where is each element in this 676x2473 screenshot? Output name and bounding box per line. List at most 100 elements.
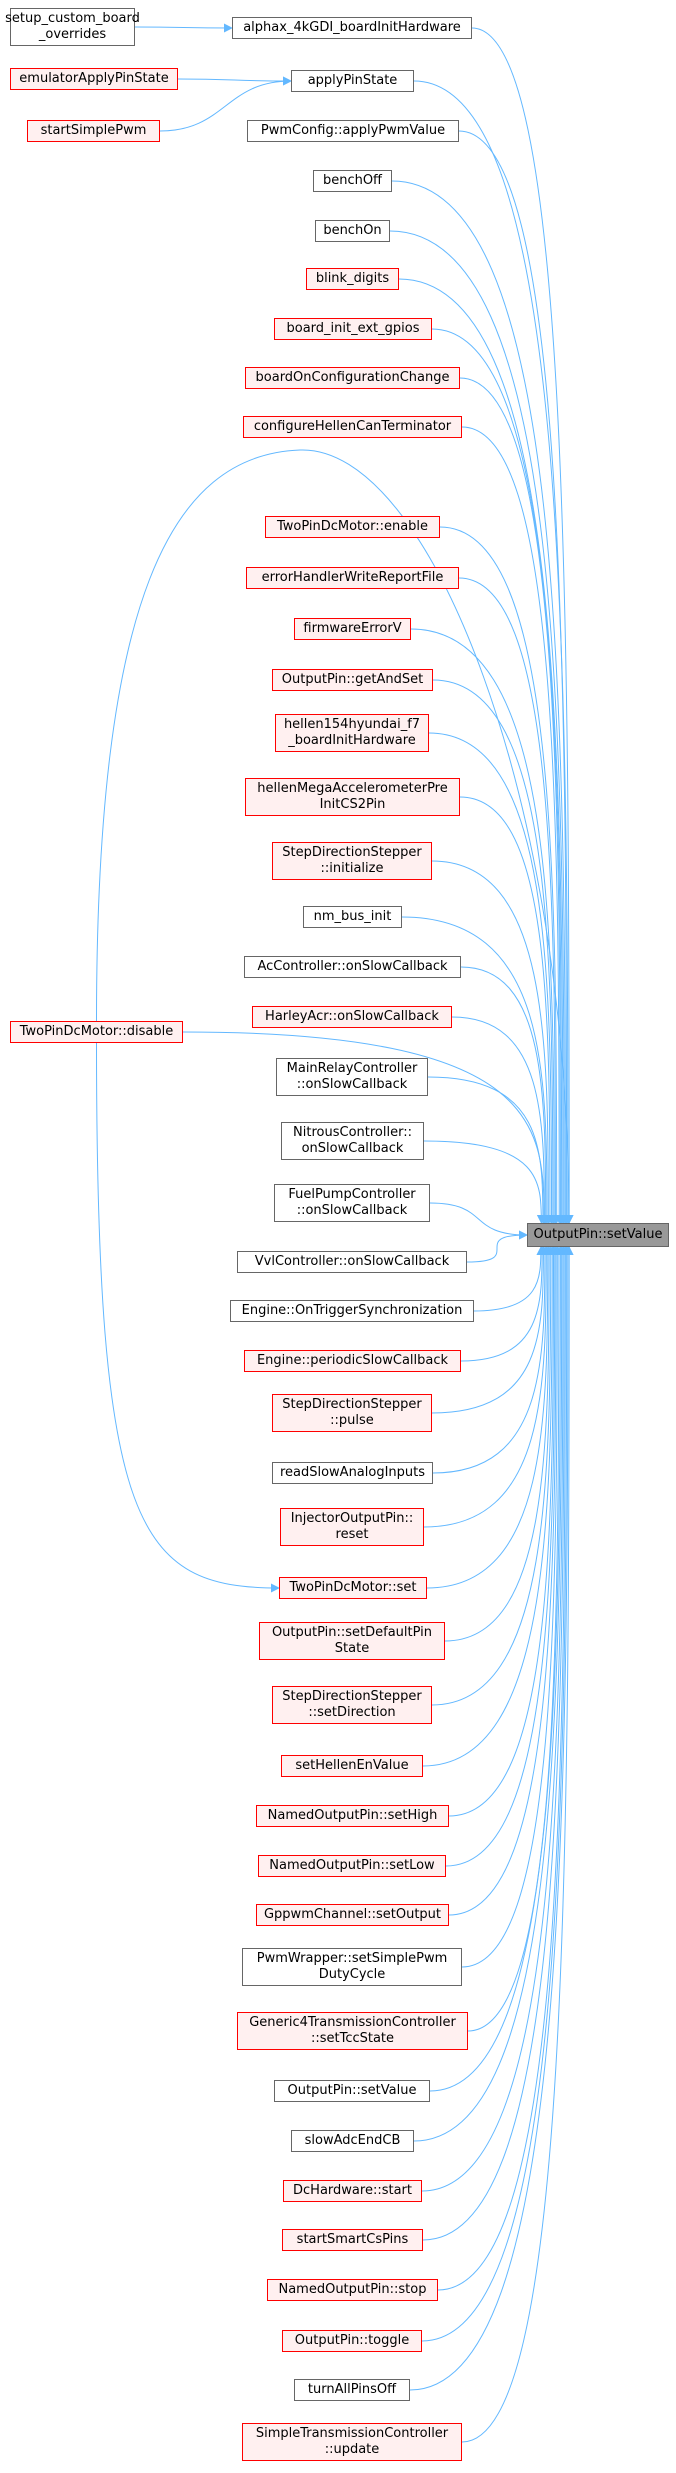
edge-nm-bus-init-to-target: [401, 916, 552, 1224]
edge-two-pin-dc-motor-set-to-target: [426, 1246, 553, 1589]
edge-named-output-pin-stop-to-target: [437, 1246, 570, 2291]
edge-slow-adc-end-cb-to-target: [413, 1246, 567, 2142]
edge-two-pin-dc-motor-enable-to-target: [439, 526, 562, 1224]
node-read-slow-analog-inputs[interactable]: readSlowAnalogInputs: [272, 1462, 433, 1484]
edge-ac-controller-on-slow-callback-to-target: [460, 966, 551, 1224]
node-injector-output-pin-reset[interactable]: InjectorOutputPin:: reset: [280, 1508, 424, 1546]
edge-apply-pin-state-to-target: [413, 80, 573, 1224]
node-named-output-pin-set-high[interactable]: NamedOutputPin::setHigh: [256, 1805, 449, 1827]
edge-hellen-mega-accelerometer-pre-init-cs2-pin-to-target: [459, 796, 555, 1224]
node-output-pin-get-and-set[interactable]: OutputPin::getAndSet: [272, 669, 433, 691]
node-pwm-config-apply-pwm-value[interactable]: PwmConfig::applyPwmValue: [247, 120, 459, 142]
edge-pwm-config-apply-pwm-value-to-target: [458, 130, 572, 1224]
edge-alphax-4kgdi-board-init-hardware-to-target: [471, 27, 574, 1224]
edge-output-pin-set-value-to-target: [429, 1246, 565, 2092]
node-engine-on-trigger-synchronization[interactable]: Engine::OnTriggerSynchronization: [230, 1300, 474, 1322]
node-output-pin-set-value-caller[interactable]: OutputPin::setValue: [274, 2080, 430, 2102]
node-setup-custom-board-overrides[interactable]: setup_custom_board _overrides: [5, 8, 140, 46]
edge-step-direction-stepper-initialize-to-target: [431, 860, 553, 1224]
node-start-simple-pwm[interactable]: startSimplePwm: [27, 120, 160, 142]
node-target-output-pin-set-value: OutputPin::setValue: [527, 1223, 669, 1247]
edge-blink-digits-to-target: [398, 278, 568, 1224]
edge-nitrous-controller-on-slow-callback-to-target: [423, 1140, 546, 1224]
node-named-output-pin-stop[interactable]: NamedOutputPin::stop: [267, 2279, 438, 2301]
node-dc-hardware-start[interactable]: DcHardware::start: [283, 2180, 422, 2202]
edge-fuel-pump-controller-on-slow-callback-to-target: [429, 1202, 528, 1240]
edge-step-direction-stepper-pulse-to-target: [431, 1246, 548, 1414]
edge-hellen154hyundai-f7-board-init-hardware-to-target: [428, 732, 557, 1224]
edge-engine-periodic-slow-callback-to-target: [460, 1246, 547, 1362]
node-nitrous-controller-on-slow-callback[interactable]: NitrousController:: onSlowCallback: [281, 1122, 424, 1160]
edge-error-handler-write-report-file-to-target: [458, 577, 560, 1224]
edge-named-output-pin-set-high-to-target: [448, 1246, 559, 1817]
node-main-relay-controller-on-slow-callback[interactable]: MainRelayController ::onSlowCallback: [276, 1058, 428, 1096]
edge-named-output-pin-set-low-to-target: [445, 1246, 560, 1867]
edge-gppwm-channel-set-output-to-target: [448, 1246, 561, 1916]
edge-start-simple-pwm-to-apply-pin-state: [159, 76, 292, 132]
node-bench-off[interactable]: benchOff: [313, 170, 392, 192]
node-turn-all-pins-off[interactable]: turnAllPinsOff: [294, 2379, 410, 2401]
node-engine-periodic-slow-callback[interactable]: Engine::periodicSlowCallback: [244, 1350, 461, 1372]
edge-bench-on-to-target: [389, 230, 569, 1224]
node-board-on-configuration-change[interactable]: boardOnConfigurationChange: [245, 367, 460, 389]
node-output-pin-set-default-pin-state[interactable]: OutputPin::setDefaultPin State: [259, 1622, 445, 1660]
edge-firmware-error-v-to-target: [410, 628, 559, 1224]
node-error-handler-write-report-file[interactable]: errorHandlerWriteReportFile: [246, 567, 459, 589]
node-firmware-error-v[interactable]: firmwareErrorV: [294, 618, 411, 640]
edge-output-pin-set-default-pin-state-to-target: [444, 1246, 554, 1642]
edge-configure-hellen-can-terminator-to-target: [461, 426, 564, 1224]
edge-vvl-controller-on-slow-callback-to-target: [466, 1230, 528, 1263]
edge-board-init-ext-gpios-to-target: [431, 328, 567, 1224]
node-hellen154hyundai-f7-board-init-hardware[interactable]: hellen154hyundai_f7 _boardInitHardware: [275, 714, 429, 752]
node-start-smart-cs-pins[interactable]: startSmartCsPins: [282, 2229, 423, 2251]
node-step-direction-stepper-set-direction[interactable]: StepDirectionStepper ::setDirection: [272, 1686, 432, 1724]
node-step-direction-stepper-initialize[interactable]: StepDirectionStepper ::initialize: [272, 842, 432, 880]
node-configure-hellen-can-terminator[interactable]: configureHellenCanTerminator: [243, 416, 462, 438]
node-step-direction-stepper-pulse[interactable]: StepDirectionStepper ::pulse: [272, 1394, 432, 1432]
node-harley-acr-on-slow-callback[interactable]: HarleyAcr::onSlowCallback: [252, 1006, 452, 1028]
edge-injector-output-pin-reset-to-target: [423, 1246, 551, 1528]
edge-main-relay-controller-on-slow-callback-to-target: [427, 1076, 548, 1224]
node-two-pin-dc-motor-enable[interactable]: TwoPinDcMotor::enable: [265, 516, 440, 538]
node-named-output-pin-set-low[interactable]: NamedOutputPin::setLow: [258, 1855, 446, 1877]
node-blink-digits[interactable]: blink_digits: [306, 268, 399, 290]
edge-output-pin-toggle-to-target: [421, 1246, 572, 2342]
node-gppwm-channel-set-output[interactable]: GppwmChannel::setOutput: [256, 1904, 449, 1926]
node-alphax-4kgdi-board-init-hardware[interactable]: alphax_4kGDI_boardInitHardware: [232, 17, 472, 39]
edge-emulator-apply-pin-state-to-apply-pin-state: [177, 76, 292, 86]
edge-output-pin-get-and-set-to-target: [432, 679, 558, 1224]
edge-two-pin-dc-motor-disable-to-two-pin-dc-motor-set: [96, 1042, 280, 1593]
edge-start-smart-cs-pins-to-target: [422, 1246, 569, 2241]
node-fuel-pump-controller-on-slow-callback[interactable]: FuelPumpController ::onSlowCallback: [274, 1184, 430, 1222]
edge-read-slow-analog-inputs-to-target: [432, 1246, 550, 1474]
edge-dc-hardware-start-to-target: [421, 1246, 568, 2192]
node-hellen-mega-accelerometer-pre-init-cs2-pin[interactable]: hellenMegaAccelerometerPre InitCS2Pin: [245, 778, 460, 816]
edge-harley-acr-on-slow-callback-to-target: [451, 1016, 549, 1224]
node-ac-controller-on-slow-callback[interactable]: AcController::onSlowCallback: [244, 956, 461, 978]
node-two-pin-dc-motor-disable[interactable]: TwoPinDcMotor::disable: [10, 1021, 183, 1043]
edge-step-direction-stepper-set-direction-to-target: [431, 1246, 556, 1706]
edge-bench-off-to-target: [391, 180, 570, 1224]
node-nm-bus-init[interactable]: nm_bus_init: [303, 906, 402, 928]
node-vvl-controller-on-slow-callback[interactable]: VvlController::onSlowCallback: [237, 1251, 467, 1273]
edge-two-pin-dc-motor-disable-arc: [96, 449, 574, 1224]
edge-pwm-wrapper-set-simple-pwm-duty-cycle-to-target: [461, 1246, 562, 1968]
node-board-init-ext-gpios[interactable]: board_init_ext_gpios: [274, 318, 432, 340]
node-simple-transmission-controller-update[interactable]: SimpleTransmissionController ::update: [242, 2423, 462, 2461]
edge-simple-transmission-controller-update-to-target: [461, 1246, 574, 2443]
node-pwm-wrapper-set-simple-pwm-duty-cycle[interactable]: PwmWrapper::setSimplePwm DutyCycle: [242, 1948, 462, 1986]
node-set-hellen-en-value[interactable]: setHellenEnValue: [281, 1755, 423, 1777]
node-two-pin-dc-motor-set[interactable]: TwoPinDcMotor::set: [279, 1577, 427, 1599]
edge-engine-on-trigger-synchronization-to-target: [473, 1246, 546, 1312]
edge-set-hellen-en-value-to-target: [422, 1246, 557, 1767]
node-output-pin-toggle[interactable]: OutputPin::toggle: [282, 2330, 422, 2352]
edge-turn-all-pins-off-to-target: [409, 1246, 573, 2391]
node-generic4-transmission-controller-set-tcc-state[interactable]: Generic4TransmissionController ::setTccS…: [237, 2012, 468, 2050]
node-bench-on[interactable]: benchOn: [315, 220, 390, 242]
node-emulator-apply-pin-state[interactable]: emulatorApplyPinState: [10, 68, 178, 90]
edge-setup-custom-board-overrides-to-alphax-4kgdi-board-init-hardware: [134, 23, 233, 33]
node-apply-pin-state[interactable]: applyPinState: [291, 70, 414, 92]
node-slow-adc-end-cb[interactable]: slowAdcEndCB: [291, 2130, 414, 2152]
